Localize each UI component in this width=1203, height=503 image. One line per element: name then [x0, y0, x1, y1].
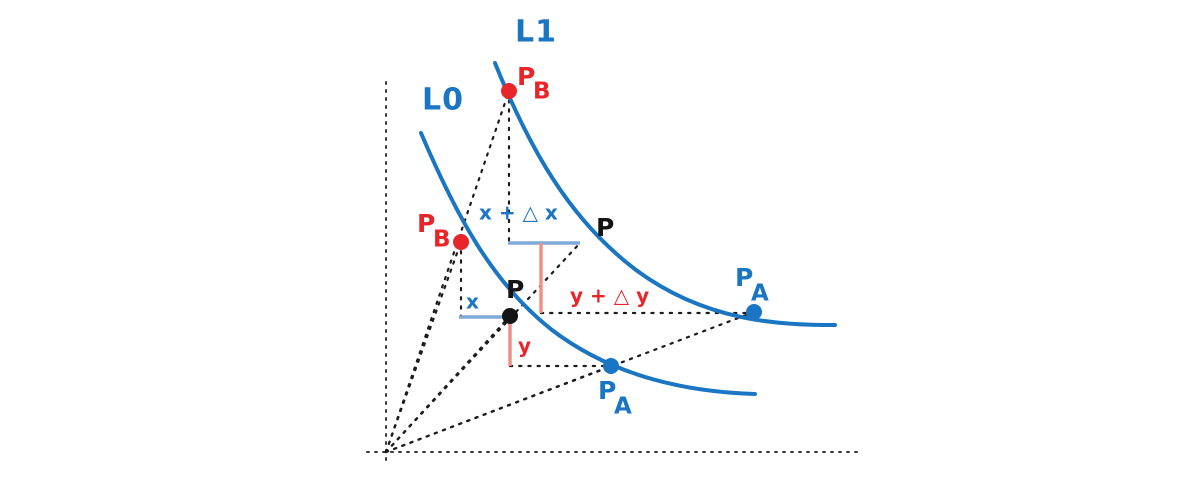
point-label-pb-lower-base: P: [417, 209, 435, 238]
point-label-pa-upper-base: P: [735, 263, 753, 292]
point-label-pa-lower: P A: [598, 376, 632, 420]
point-marker-pb-upper[interactable]: [501, 83, 517, 99]
point-markers-group: [453, 83, 762, 374]
measure-labels-group: x + △ x x y + △ y y: [466, 201, 649, 358]
point-labels-group: P B P B P P P A P A: [417, 62, 769, 420]
ray-origin-to-pb-upper: [384, 89, 511, 454]
curves-group: [419, 61, 837, 396]
origin-rays-group: [384, 89, 756, 454]
point-label-pb-lower: P B: [417, 209, 451, 253]
ray-origin-to-pb-lower: [384, 240, 463, 454]
point-label-p-lower: P: [506, 275, 524, 304]
point-label-pa-upper: P A: [735, 263, 769, 307]
ray-origin-to-p-lower: [384, 314, 512, 454]
point-label-pb-upper: P B: [517, 62, 551, 105]
curve-L0: [419, 131, 757, 396]
measure-label-y: y: [518, 334, 531, 358]
point-marker-p-lower[interactable]: [502, 308, 518, 324]
point-label-pb-upper-sub: B: [533, 79, 551, 105]
curve-label-L0: L0: [422, 83, 464, 118]
point-label-p-upper: P: [596, 213, 614, 242]
curve-label-L1: L1: [515, 15, 557, 50]
point-label-pa-lower-base: P: [598, 376, 616, 405]
measure-label-y-plus-delta-y: y + △ y: [570, 284, 649, 308]
axes-group: [366, 81, 861, 467]
point-marker-pb-lower[interactable]: [453, 234, 469, 250]
ray-origin-to-p-upper: [384, 241, 582, 454]
point-label-p-lower-base: P: [506, 275, 524, 304]
measurement-segments-group: [459, 241, 580, 366]
curve-labels-group: L1 L0: [422, 15, 557, 118]
measure-label-x-plus-delta-x: x + △ x: [479, 201, 558, 225]
measure-label-x: x: [466, 290, 479, 314]
ray-origin-to-pa-upper: [384, 310, 756, 454]
curve-L1: [493, 61, 837, 327]
point-label-pb-upper-base: P: [517, 62, 535, 91]
point-label-p-upper-base: P: [596, 213, 614, 242]
point-label-pa-upper-sub: A: [751, 281, 769, 307]
ray-origin-to-pa-lower: [384, 364, 613, 454]
point-marker-pa-upper[interactable]: [746, 304, 762, 320]
point-label-pb-lower-sub: B: [433, 227, 451, 253]
point-label-pa-lower-sub: A: [614, 394, 632, 420]
point-marker-pa-lower[interactable]: [603, 358, 619, 374]
